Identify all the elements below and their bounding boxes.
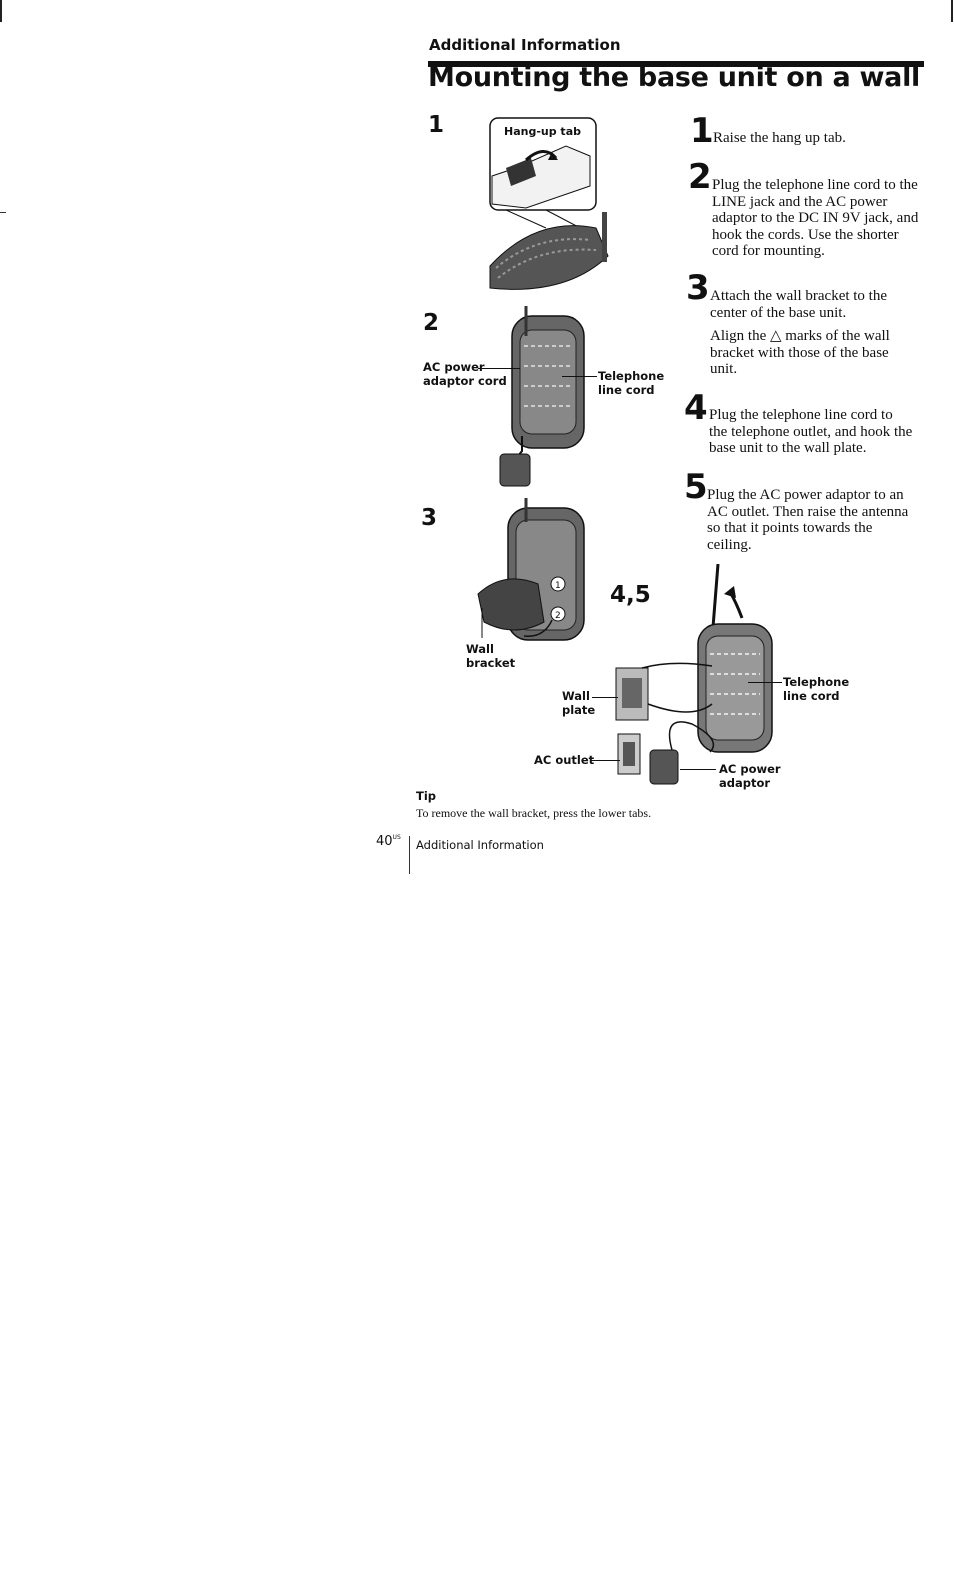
svg-text:1: 1 — [555, 581, 561, 591]
figure-45-illustration — [615, 564, 773, 785]
step-5-text: Plug the AC power adaptor to an AC outle… — [707, 487, 909, 553]
figure-1-number: 1 — [428, 112, 445, 138]
footer-section: Additional Information — [416, 838, 544, 852]
hang-up-tab-callout: Hang-up tab — [504, 125, 581, 138]
figure-3-number: 3 — [421, 505, 438, 531]
scan-edge-mark — [951, 0, 953, 22]
section-header: Additional Information — [429, 36, 621, 54]
tip-text: To remove the wall bracket, press the lo… — [416, 806, 652, 820]
figure-45-number: 4,5 — [610, 582, 651, 608]
step-3-number: 3 — [686, 268, 710, 308]
title-rule — [428, 61, 924, 67]
callout-leader — [748, 682, 782, 683]
step-4-text: Plug the telephone line cord to the tele… — [709, 407, 913, 456]
page-number-value: 40 — [376, 834, 393, 849]
footer-rule — [409, 836, 410, 874]
step-3-text: Attach the wall bracket to the center of… — [710, 288, 888, 321]
svg-text:2: 2 — [555, 611, 561, 621]
step-5-number: 5 — [684, 467, 708, 507]
figure-2-number: 2 — [423, 310, 440, 336]
step-2-number: 2 — [688, 157, 712, 197]
page-number: 40US — [376, 834, 401, 849]
callout-leader — [562, 376, 597, 377]
callout-leader — [478, 368, 520, 369]
step-1-number: 1 — [690, 111, 714, 151]
scan-edge-mark — [0, 0, 2, 22]
figure-1-illustration: Hang-up tab — [489, 117, 609, 290]
figure-3-illustration: 1 2 — [477, 498, 585, 641]
step-3-note: Align the △ marks of the wall bracket wi… — [710, 328, 890, 377]
scan-edge-mark — [0, 212, 6, 213]
page-number-suffix: US — [392, 834, 401, 841]
callout-leader — [592, 697, 618, 698]
tip-label: Tip — [416, 789, 437, 803]
step-2-text: Plug the telephone line cord to the LINE… — [712, 177, 919, 259]
figure-2-illustration — [499, 306, 585, 487]
step-1-text: Raise the hang up tab. — [713, 130, 846, 146]
callout-leader — [590, 760, 620, 761]
ac-outlet-callout: AC outlet — [534, 753, 595, 767]
step-4-number: 4 — [684, 388, 708, 428]
page-title: Mounting the base unit on a wall — [428, 62, 921, 93]
callout-leader — [680, 769, 716, 770]
